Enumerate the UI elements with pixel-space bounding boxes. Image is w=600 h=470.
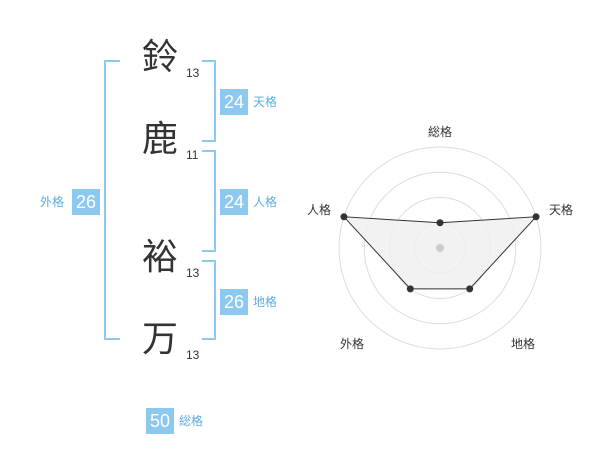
gaikaku-label: 外格 [40, 195, 65, 209]
radar-label-tenkaku: 天格 [549, 203, 574, 217]
tenkaku-value: 24 [220, 89, 248, 115]
radar-point-3 [466, 285, 474, 293]
radar-point-2 [532, 213, 540, 221]
jinkaku-bracket [202, 150, 216, 252]
stroke-count-1: 13 [186, 66, 200, 80]
name-char-2: 鹿 [142, 119, 179, 160]
radar-center-dot [436, 244, 444, 252]
radar-point-4 [406, 285, 414, 293]
gaikaku-value: 26 [72, 189, 100, 215]
name-char-1: 鈴 [142, 37, 179, 78]
radar-label-chikaku: 地格 [511, 337, 536, 351]
chikaku-label: 地格 [253, 295, 278, 309]
tenkaku-bracket [202, 60, 216, 142]
chikaku-value: 26 [220, 289, 248, 315]
soukaku-value: 50 [146, 408, 174, 434]
radar-label-gaikaku: 外格 [340, 337, 365, 351]
name-char-3: 裕 [142, 237, 179, 278]
radar-label-jinkaku: 人格 [307, 203, 332, 217]
name-char-4: 万 [142, 319, 179, 360]
stroke-count-3: 13 [186, 266, 200, 280]
soukaku-label: 総格 [179, 414, 204, 428]
stroke-count-4: 13 [186, 348, 200, 362]
chikaku-bracket [202, 260, 216, 340]
radar-area [342, 216, 538, 290]
radar-point-1 [436, 219, 444, 227]
gaikaku-bracket [104, 60, 120, 340]
stroke-count-2: 11 [186, 148, 199, 162]
radar-point-5 [340, 213, 348, 221]
jinkaku-label: 人格 [253, 195, 278, 209]
radar-ring [363, 171, 517, 325]
tenkaku-label: 天格 [253, 95, 278, 109]
radar-label-soukaku: 総格 [428, 125, 453, 139]
radar-ring [338, 146, 542, 350]
jinkaku-value: 24 [220, 189, 248, 215]
